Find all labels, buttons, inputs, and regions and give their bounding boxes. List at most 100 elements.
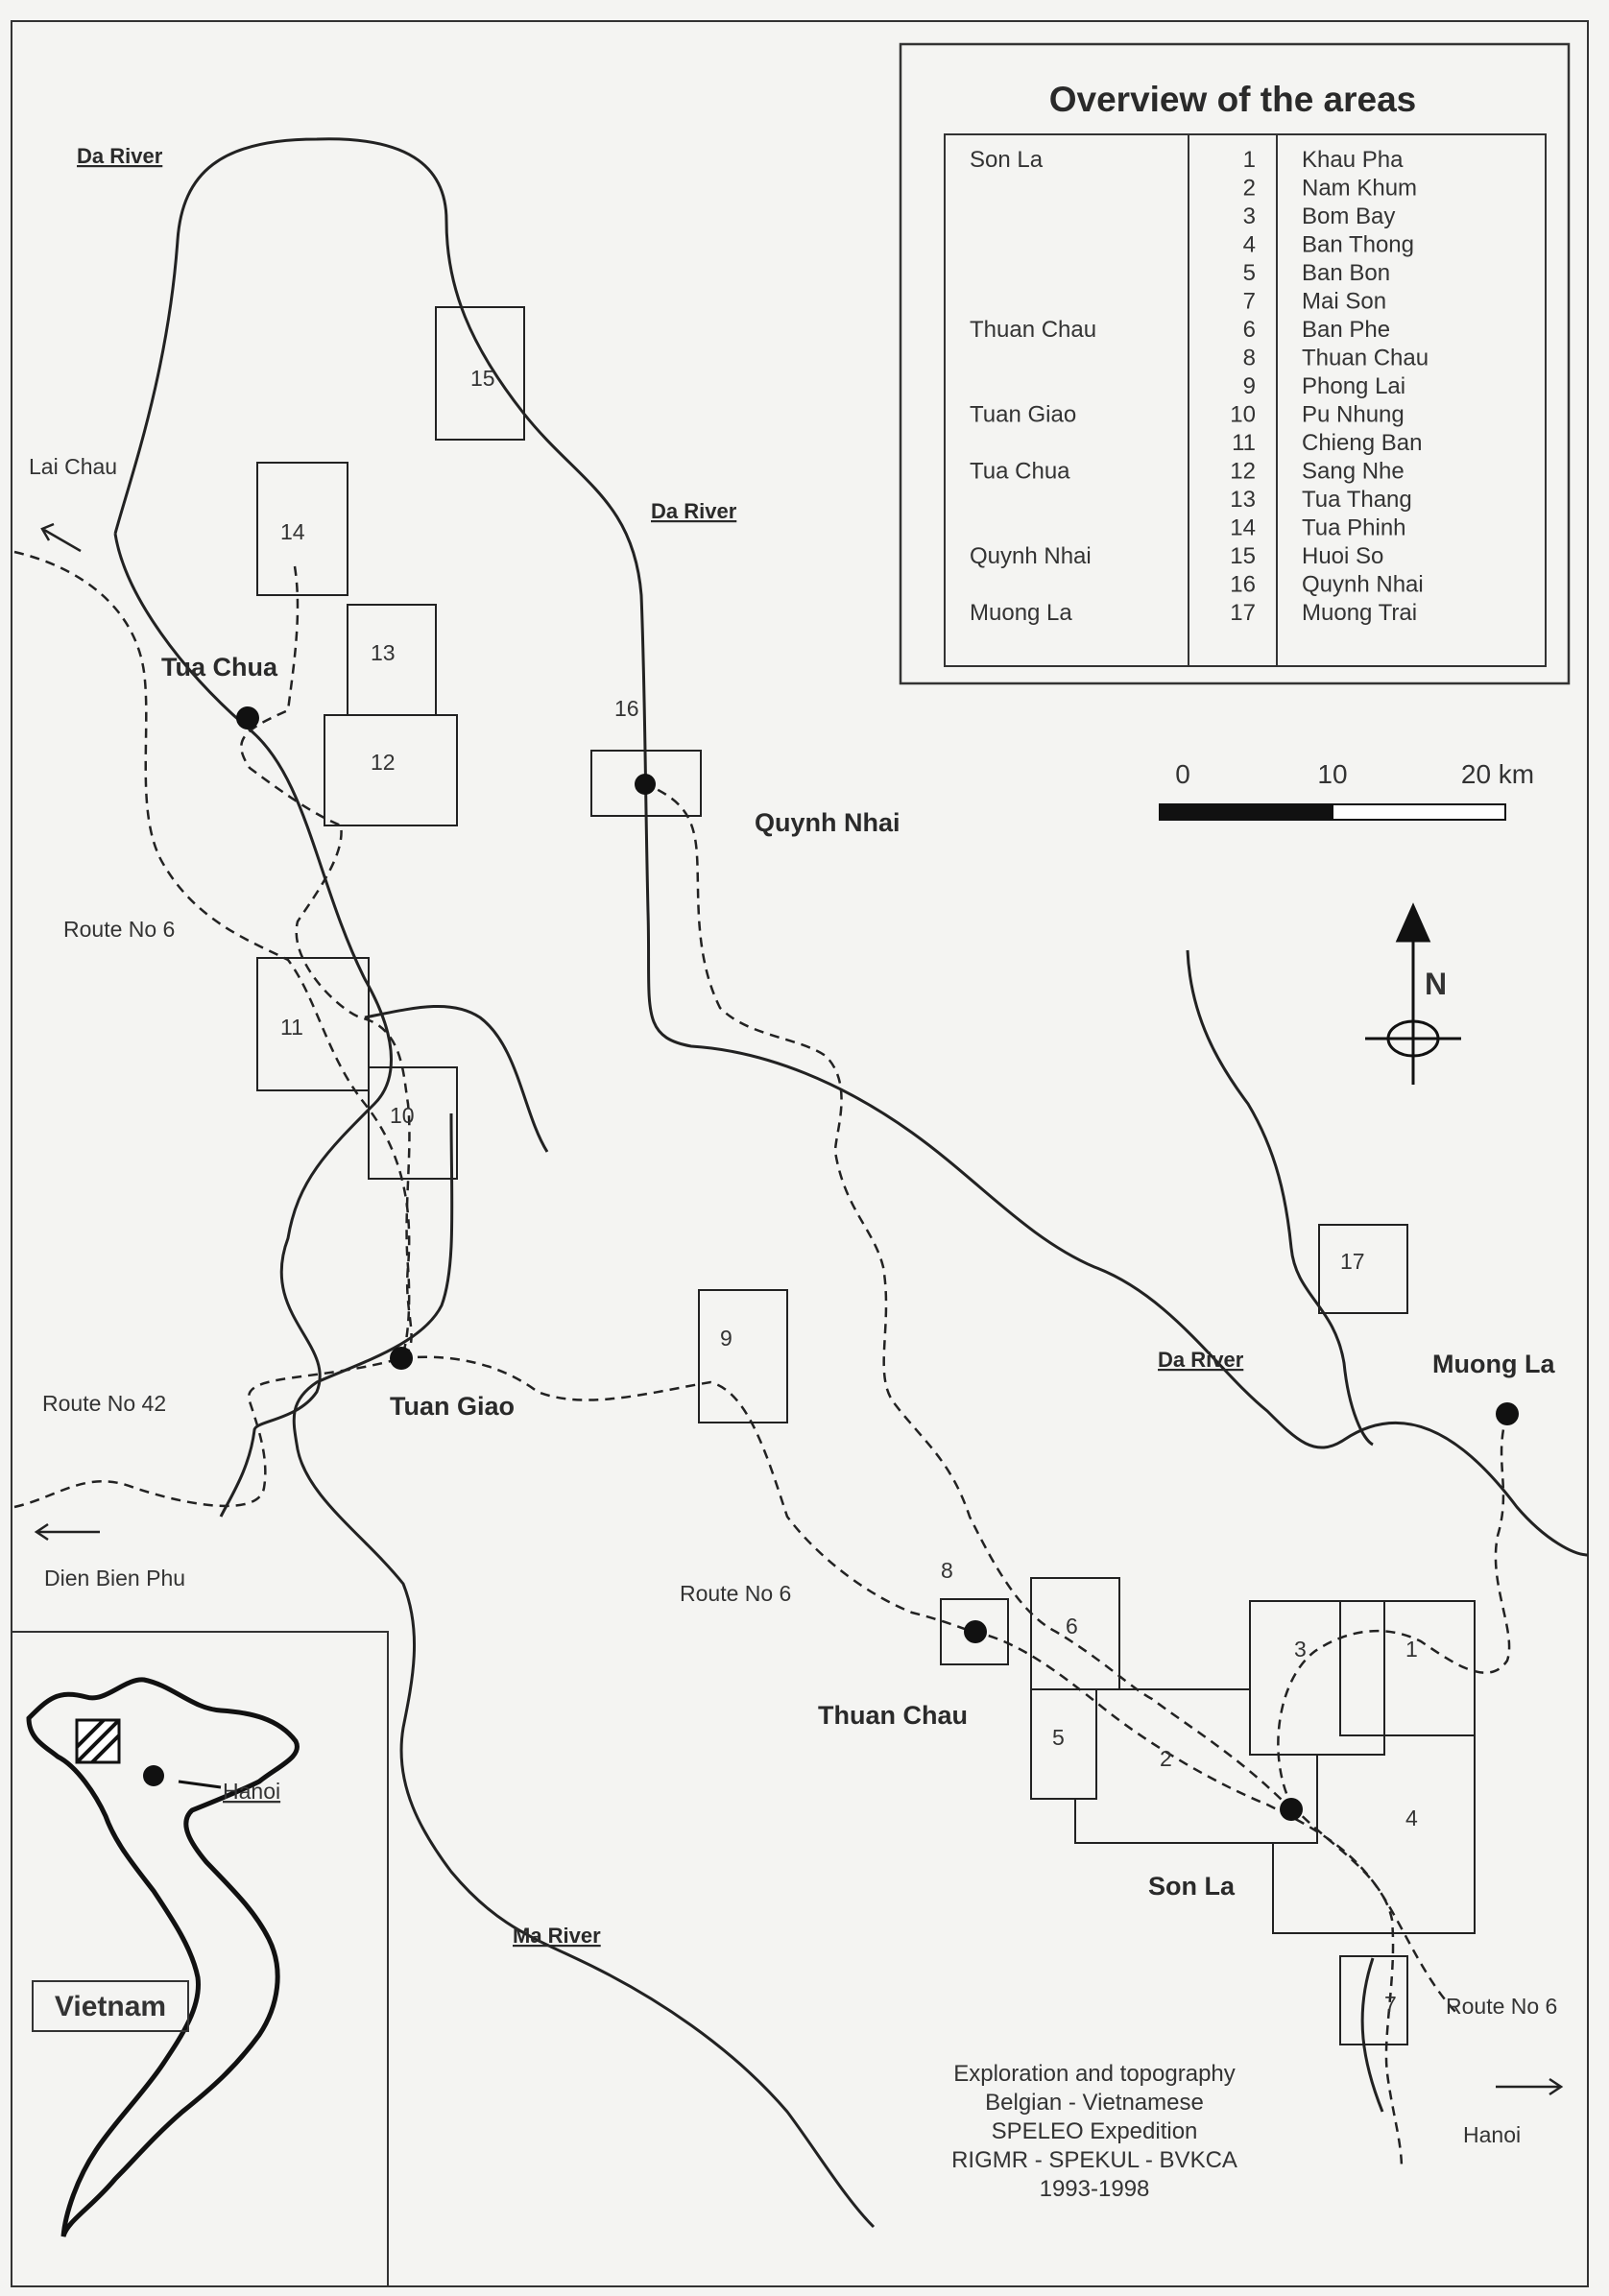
legend-area-name: Tua Phinh [1302,515,1406,541]
area-number-14: 14 [280,519,305,544]
legend-area-name: Nam Khum [1302,176,1417,202]
legend-area-number: 12 [1230,459,1256,485]
muong-la-label: Muong La [1432,1350,1555,1378]
roads [13,550,1511,2170]
arrow-west-icon [34,1522,100,1542]
area-numbers: 15 14 13 12 16 11 10 9 8 6 5 2 3 1 4 7 1… [280,366,1418,2017]
inset-hanoi-label: Hanoi [223,1779,280,1804]
area-box-7[interactable] [1339,1955,1408,2045]
son-la-marker[interactable] [1280,1798,1303,1821]
town-markers [236,706,1519,1821]
area-number-16: 16 [614,696,639,721]
legend-group-name: Quynh Nhai [970,543,1092,569]
dien-bien-phu-label: Dien Bien Phu [44,1566,185,1590]
area-box-11[interactable] [256,957,370,1091]
area-number-5: 5 [1052,1725,1065,1750]
legend-area-name: Huoi So [1302,543,1383,569]
legend-group-name: Son La [970,147,1044,173]
mai-son-road [1290,1804,1404,2170]
hatched-study-area [75,1718,121,1764]
quynh-nhai-road [642,780,1287,1806]
ma-river-line [292,1112,876,2229]
legend: Overview of the areas Son La 1 Khau Pha 2 Na… [899,42,1571,685]
thuan-chau-label: Thuan Chau [818,1701,968,1730]
rivers [113,137,1589,2229]
legend-area-number: 6 [1243,317,1256,343]
legend-area-name: Khau Pha [1302,147,1404,173]
quynh-nhai-label: Quynh Nhai [755,808,901,837]
area-box-3[interactable] [1249,1600,1385,1756]
vietnam-inset: Hanoi Vietnam [12,1631,389,2286]
area-number-11: 11 [280,1015,303,1040]
area-box-9[interactable] [698,1289,788,1423]
legend-group-name: Tuan Giao [970,402,1076,428]
area-box-17[interactable] [1318,1224,1408,1314]
son-la-label: Son La [1148,1872,1236,1901]
muong-la-marker[interactable] [1496,1402,1519,1425]
area-box-14[interactable] [256,462,348,596]
tua-chua-label: Tua Chua [161,653,278,682]
scale-label-10: 10 [1317,759,1347,789]
muong-la-tributary [1186,949,1374,1447]
da-river-label-east: Da River [1158,1348,1244,1372]
legend-area-name: Thuan Chau [1302,346,1429,371]
north-label: N [1425,967,1447,1001]
area-number-1: 1 [1405,1637,1418,1662]
legend-title: Overview of the areas [1049,80,1417,119]
credit-line-2: Belgian - Vietnamese [985,2090,1204,2116]
tuan-giao-marker[interactable] [390,1347,413,1370]
tua-chua-marker[interactable] [236,706,259,729]
legend-area-name: Mai Son [1302,289,1386,315]
area-number-10: 10 [390,1103,415,1128]
legend-area-name: Tua Thang [1302,487,1412,513]
area-box-1[interactable] [1339,1600,1476,1736]
area-box-10[interactable] [368,1066,458,1180]
area-number-3: 3 [1294,1637,1307,1662]
north-arrow-icon [1365,902,1461,1085]
legend-area-number: 15 [1230,543,1256,569]
scale-label-0: 0 [1175,759,1190,789]
area-box-16[interactable] [590,750,702,817]
area-number-7: 7 [1384,1992,1397,2017]
route-42-label: Route No 42 [42,1391,166,1416]
thuan-chau-marker[interactable] [964,1620,987,1643]
legend-area-number: 11 [1232,430,1256,456]
vietnam-label: Vietnam [55,1991,166,2022]
scale-bar: 0 10 20 km [1159,759,1534,821]
da-river-line [113,137,1589,1557]
legend-area-number: 14 [1230,515,1256,541]
map-frame [11,20,1589,2287]
legend-group-name: Muong La [970,600,1072,626]
arrow-northwest-icon [40,522,82,553]
area-number-2: 2 [1160,1746,1172,1771]
hanoi-marker[interactable] [143,1765,164,1786]
area-box-4[interactable] [1272,1734,1476,1934]
legend-area-name: Quynh Nhai [1302,572,1424,598]
arrow-east-icon [1496,2077,1564,2096]
legend-area-number: 8 [1243,346,1256,371]
scale-bar-black-segment [1159,803,1333,821]
area-box-5[interactable] [1030,1688,1097,1800]
route-6-label-north: Route No 6 [63,917,175,942]
area-number-8: 8 [941,1558,953,1583]
area-number-12: 12 [371,750,396,775]
route-42 [13,1356,402,1509]
legend-area-number: 2 [1243,176,1256,202]
legend-inner-frame [944,133,1547,667]
legend-area-number: 1 [1243,147,1256,173]
direction-markers: Lai Chau Dien Bien Phu Hanoi [29,454,1564,2147]
legend-area-number: 7 [1243,289,1256,315]
area-box-8[interactable] [940,1598,1009,1665]
legend-group-name: Thuan Chau [970,317,1096,343]
legend-area-name: Ban Phe [1302,317,1390,343]
credits: Exploration and topography Belgian - Vie… [951,2061,1237,2202]
legend-area-number: 16 [1230,572,1256,598]
credit-line-3: SPELEO Expedition [992,2118,1198,2144]
legend-outer-frame [899,42,1571,685]
vietnam-outline [26,1677,300,2237]
da-river-label-middle: Da River [651,499,737,523]
quynh-nhai-marker[interactable] [635,774,656,795]
area-box-15[interactable] [435,306,525,441]
area-box-12[interactable] [324,714,458,826]
